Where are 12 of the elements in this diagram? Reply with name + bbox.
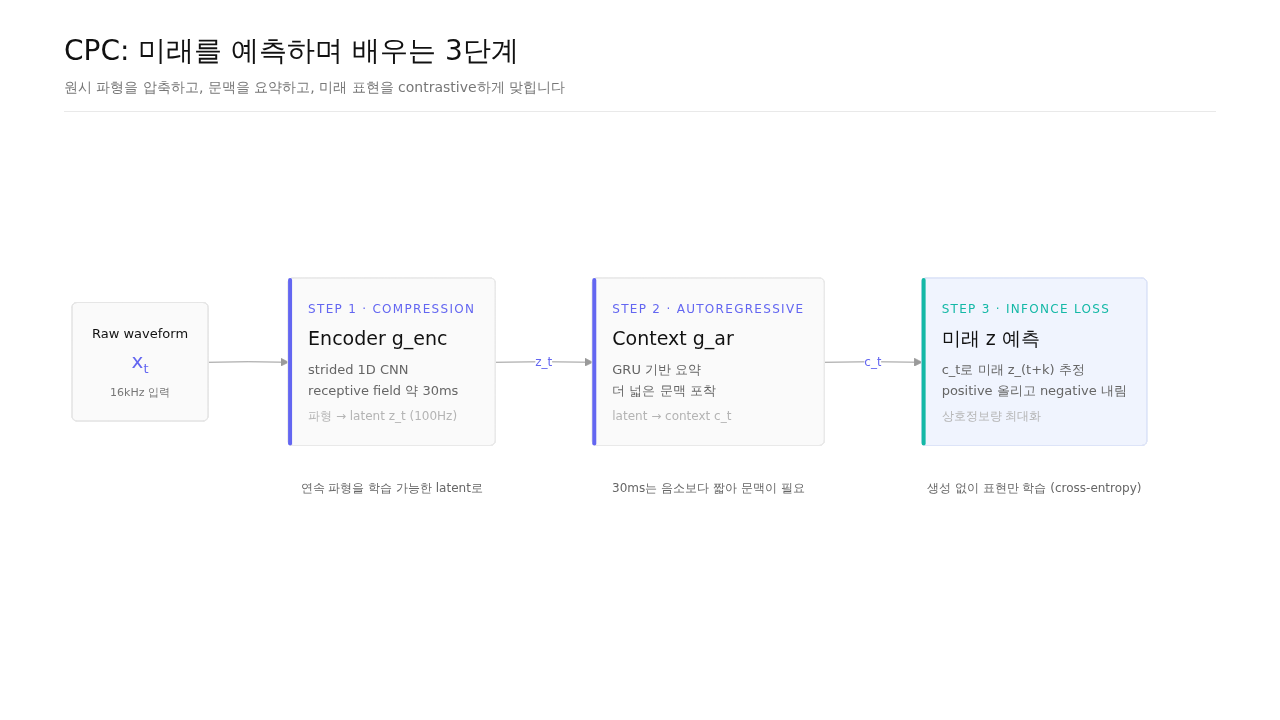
diagram-title: CPC: 미래를 예측하며 배우는 3단계 (64, 33, 519, 69)
arrow (824, 358, 923, 367)
arrow (495, 358, 594, 367)
edge-label: z_t (535, 355, 553, 369)
diagram-subtitle: 원시 파형을 압축하고, 문맥을 요약하고, 미래 표현을 contrastive하게 맞힙니다 (64, 78, 566, 97)
node-text: Raw waveform x$_{t}$ 16kHz 입력 (92, 325, 189, 399)
arrow (208, 358, 289, 367)
step-note: 30ms는 음소보다 짧아 문맥이 필요 (612, 479, 805, 496)
step-note: 연속 파형을 학습 가능한 latent로 (300, 479, 483, 496)
node-text: STEP 2 · AUTOREGRESSIVE Context g_ar GRU 기반 요약 더 넓은 문맥 포착 latent → context c_t (612, 302, 805, 423)
step-note: 생성 없이 표현만 학습 (cross-entropy) (927, 479, 1142, 496)
edge-label: c_t (864, 355, 882, 369)
